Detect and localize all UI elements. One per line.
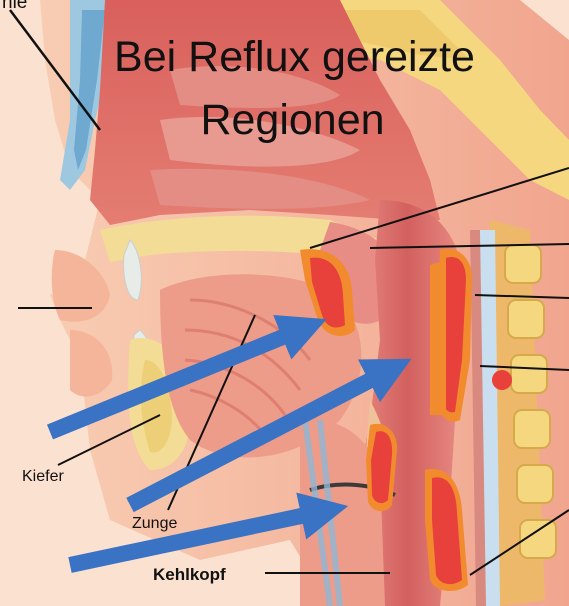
vertebra-2: [508, 300, 544, 338]
vertebra-4: [514, 410, 550, 448]
label-zunge: Zunge: [132, 515, 177, 533]
label-partial-top: nie: [2, 0, 27, 14]
irritation-zone-pharynx-side: [430, 260, 446, 415]
vertebra-5: [517, 465, 553, 503]
label-kehlkopf: Kehlkopf: [153, 565, 226, 585]
irritation-dot: [492, 370, 512, 390]
diagram-title-line2: Regionen: [8, 99, 569, 142]
vertebra-1: [505, 245, 541, 283]
vertebra-3: [511, 355, 547, 393]
label-kiefer: Kiefer: [22, 468, 64, 486]
diagram-title-line1: Bei Reflux gereizte: [10, 36, 569, 79]
